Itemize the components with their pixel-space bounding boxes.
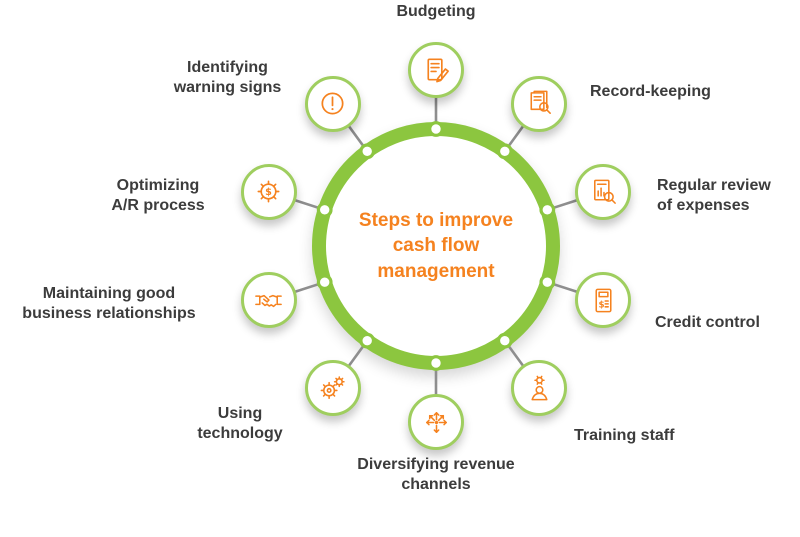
diversify-arrows-icon bbox=[421, 407, 452, 438]
svg-text:$: $ bbox=[265, 187, 272, 198]
label-training-staff: Training staff bbox=[574, 427, 675, 444]
badge-identifying-warning bbox=[304, 75, 361, 132]
gears-icon bbox=[317, 373, 348, 404]
label-budgeting: Budgeting bbox=[396, 3, 476, 20]
training-gear-person-icon bbox=[524, 373, 555, 404]
badge-budgeting bbox=[408, 42, 464, 98]
calculator-dollar-icon: $ bbox=[588, 285, 619, 316]
label-record-keeping: Record-keeping bbox=[590, 83, 711, 100]
expense-review-icon bbox=[588, 176, 619, 207]
badge-maintaining-relationships bbox=[240, 272, 297, 329]
label-using-technology: Using technology bbox=[197, 405, 283, 443]
badge-using-technology bbox=[304, 360, 361, 417]
center-ring: Steps to improve cash flow management bbox=[312, 122, 560, 370]
badge-record-keeping bbox=[511, 75, 568, 132]
diagram-title: Steps to improve cash flow management bbox=[358, 210, 514, 282]
label-optimizing-ar: Optimizing A/R process bbox=[111, 177, 205, 215]
badge-optimizing-ar: $ bbox=[240, 163, 297, 220]
gear-dollar-icon: $ bbox=[253, 176, 284, 207]
label-diversifying: Diversifying revenue channels bbox=[357, 456, 515, 494]
label-maintaining-relationships: Maintaining good business relationships bbox=[22, 285, 196, 323]
record-keeping-icon bbox=[524, 88, 555, 119]
badge-training-staff bbox=[511, 360, 568, 417]
badge-credit-control: $ bbox=[575, 272, 632, 329]
budget-plan-icon bbox=[421, 55, 452, 86]
label-credit-control: Credit control bbox=[655, 314, 760, 331]
badge-diversifying bbox=[408, 394, 464, 450]
svg-text:$: $ bbox=[598, 300, 604, 310]
handshake-icon bbox=[253, 285, 284, 316]
warning-sign-icon bbox=[317, 88, 348, 119]
badge-regular-review bbox=[575, 163, 632, 220]
label-identifying-warning: Identifying warning signs bbox=[173, 59, 282, 97]
label-regular-review: Regular review of expenses bbox=[657, 177, 771, 215]
